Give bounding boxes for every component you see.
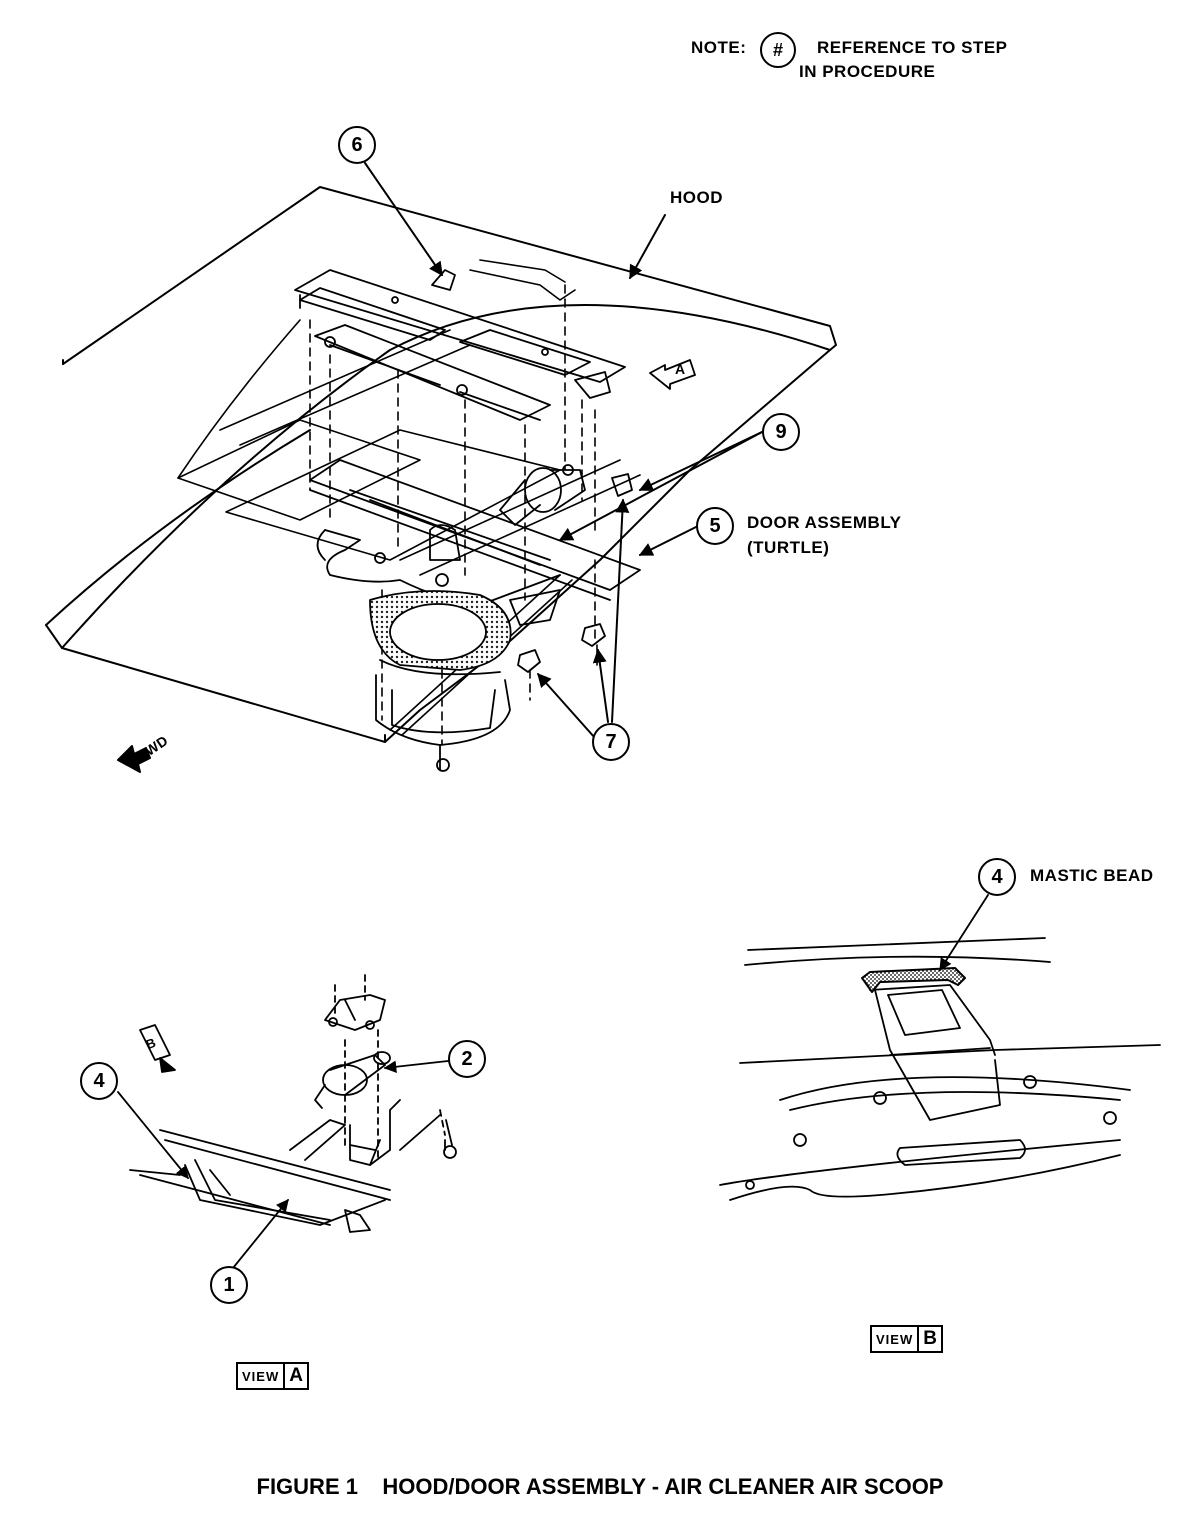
callout-2: 2 [448,1040,486,1078]
view-b-letter: B [917,1327,941,1351]
view-a-pointer [649,359,696,390]
callout-5: 5 [696,507,734,545]
callout-1: 1 [210,1266,248,1304]
view-b-word: VIEW [876,1331,914,1347]
callout-4-view-a: 4 [80,1062,118,1100]
view-a-letter: A [283,1364,307,1388]
air-scoop-seal [369,590,512,746]
figure-title: HOOD/DOOR ASSEMBLY - AIR CLEANER AIR SCO… [382,1474,944,1499]
hood-label: HOOD [670,188,723,207]
figure-caption: FIGURE 1 HOOD/DOOR ASSEMBLY - AIR CLEANE… [0,1474,1200,1500]
door-assembly-label: DOOR ASSEMBLY [747,513,902,532]
note-line-2: IN PROCEDURE [799,62,936,81]
turtle-label: (TURTLE) [747,538,830,557]
callout-4-view-b: 4 [978,858,1016,896]
view-a-tag: VIEW A [236,1362,309,1390]
fwd-arrow [117,745,151,773]
callout-9: 9 [762,413,800,451]
view-b-tag: VIEW B [870,1325,943,1353]
note-line-1: REFERENCE TO STEP [817,38,1008,57]
hood-panel [45,186,837,743]
hood-hinge [469,259,576,301]
upper-frame [294,269,626,421]
fasteners [431,269,633,772]
door-assembly-turtle [309,459,641,626]
note-symbol-callout: # [760,32,796,68]
view-a-arrow-letter: A [675,361,686,377]
note-prefix: NOTE: [691,38,747,57]
leader-lines [364,162,763,739]
callout-7: 7 [592,723,630,761]
mastic-bead-label: MASTIC BEAD [1030,866,1154,885]
view-a-detail [117,974,457,1269]
callout-6: 6 [338,126,376,164]
figure-number: FIGURE 1 [256,1474,358,1499]
view-a-word: VIEW [242,1368,280,1384]
view-b-detail [719,894,1161,1201]
